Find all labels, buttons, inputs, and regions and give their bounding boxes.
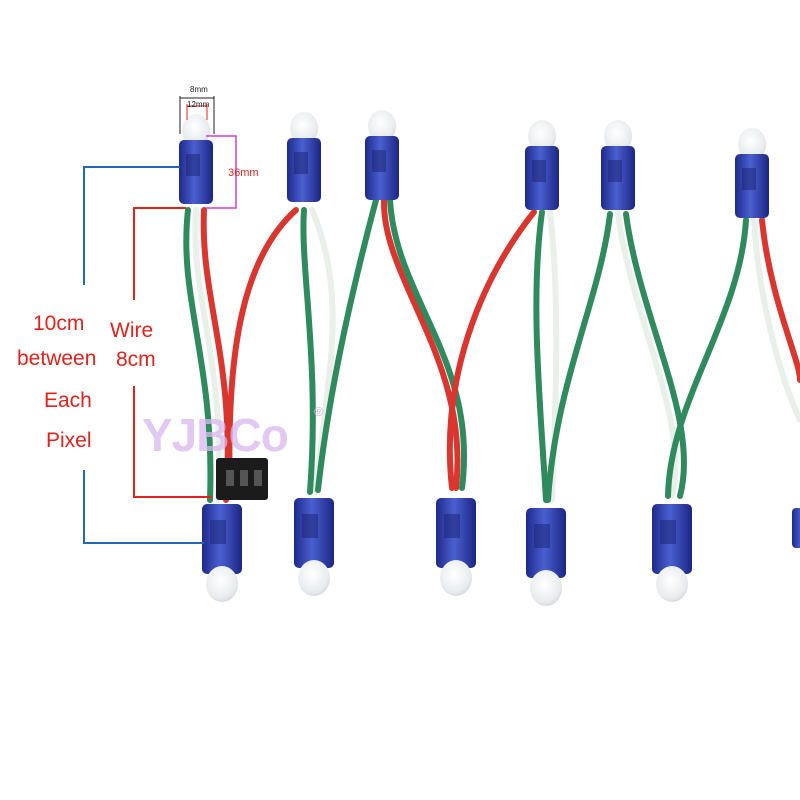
spacing-label-line-1: 10cm xyxy=(33,312,85,335)
pixel-node xyxy=(436,498,476,596)
width-bracket xyxy=(179,96,215,134)
pixel-node xyxy=(652,504,692,602)
pixel-node xyxy=(179,114,213,204)
height-bracket xyxy=(206,135,237,209)
dimension-label-36mm: 36mm xyxy=(228,167,259,179)
pixel-node xyxy=(294,498,334,596)
pixel-node xyxy=(526,508,566,606)
pixel-node-partial xyxy=(792,508,800,548)
pixel-node xyxy=(525,120,559,210)
dimension-label-8mm: 8mm xyxy=(190,85,208,94)
jst-connector xyxy=(216,458,268,500)
wire-label-line-1: Wire xyxy=(110,319,154,342)
pixel-node xyxy=(601,120,635,210)
wire-length-bracket xyxy=(133,207,212,498)
pixel-node xyxy=(202,504,242,602)
spacing-label-line-4: Pixel xyxy=(46,429,92,452)
pixel-node xyxy=(735,128,769,218)
spacing-bracket xyxy=(83,166,204,544)
registered-mark: ® xyxy=(314,404,324,419)
brand-watermark: YJBCo xyxy=(142,409,289,461)
pixel-node xyxy=(365,110,399,200)
spacing-label-line-2: between xyxy=(17,347,97,370)
spacing-label-line-3: Each xyxy=(44,389,92,412)
pixel-node xyxy=(287,112,321,202)
wire-label-line-2: 8cm xyxy=(116,348,156,371)
wire-bundle xyxy=(183,197,800,503)
dimension-label-12mm: 12mm xyxy=(187,100,210,109)
